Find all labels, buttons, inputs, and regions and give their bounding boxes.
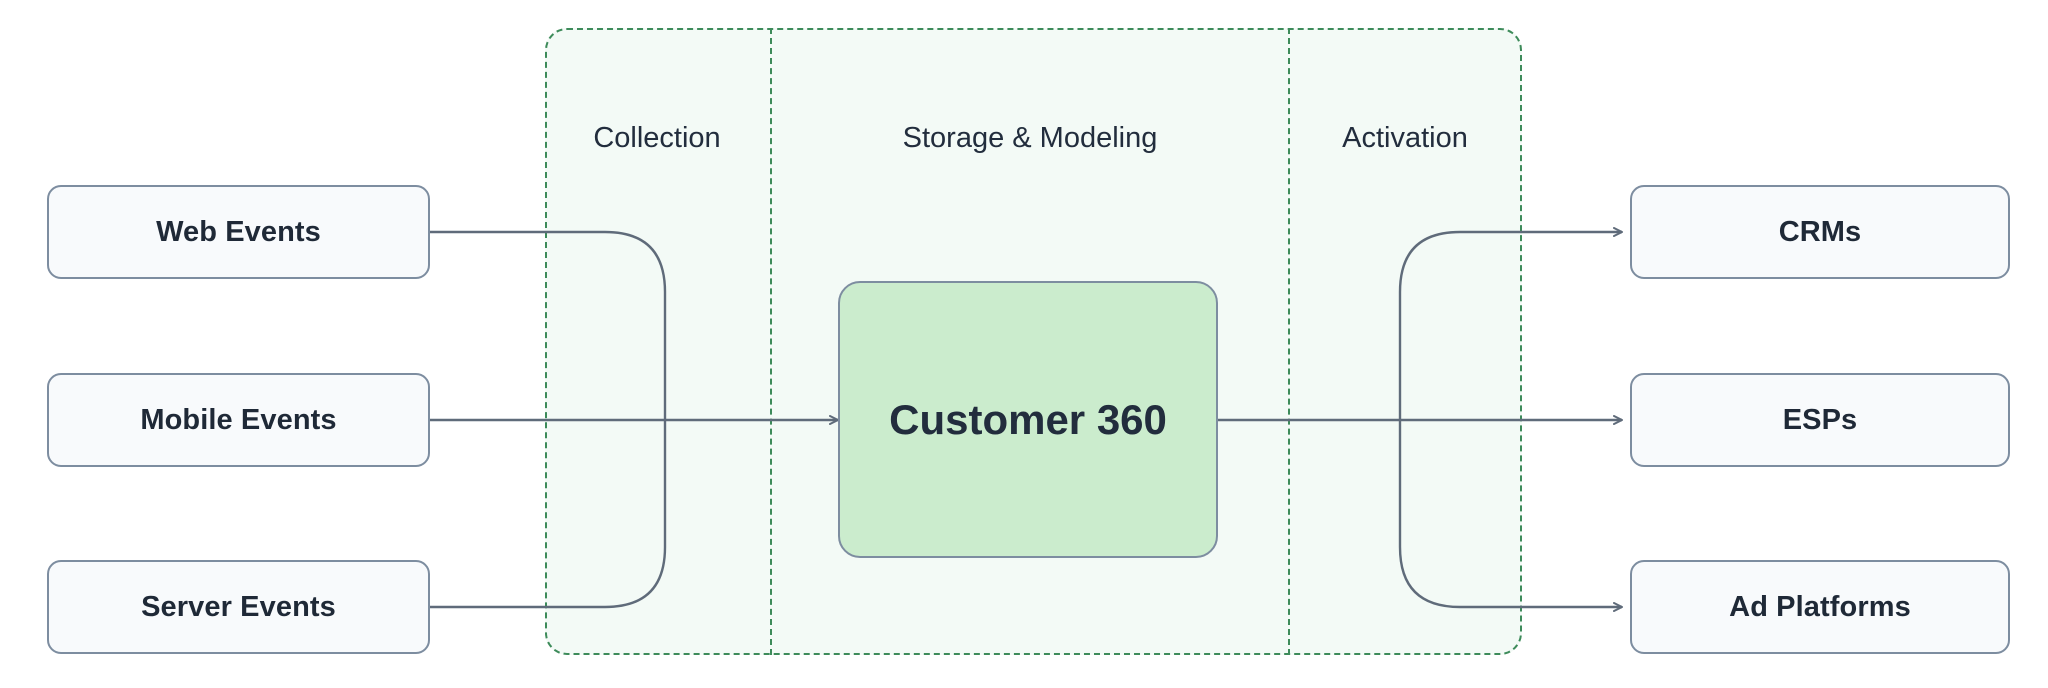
destination-node-ad-platforms-label: Ad Platforms — [1729, 590, 1911, 623]
source-node-server-events[interactable]: Server Events — [47, 560, 430, 654]
source-node-web-events[interactable]: Web Events — [47, 185, 430, 279]
destination-node-esps[interactable]: ESPs — [1630, 373, 2010, 467]
source-node-mobile-events[interactable]: Mobile Events — [47, 373, 430, 467]
edge-server-events-to-customer360 — [430, 420, 667, 609]
destination-node-esps-label: ESPs — [1782, 403, 1858, 436]
destination-node-ad-platforms[interactable]: Ad Platforms — [1630, 560, 2010, 654]
source-node-server-events-label: Server Events — [141, 590, 336, 623]
edge-customer360-to-ad-platforms — [1398, 420, 1623, 612]
destination-node-crms-label: CRMs — [1778, 215, 1862, 248]
edge-customer360-to-crms — [1398, 227, 1623, 420]
lane-label-activation: Activation — [1342, 122, 1468, 154]
edge-web-events-to-customer360 — [430, 230, 667, 420]
lane-divider-storage-activation — [1288, 28, 1290, 655]
core-node-customer-360-label: Customer 360 — [889, 395, 1167, 443]
source-node-web-events-label: Web Events — [156, 215, 321, 248]
source-node-mobile-events-label: Mobile Events — [140, 403, 337, 436]
lane-divider-collection-storage — [770, 28, 772, 655]
lane-label-collection: Collection — [593, 122, 721, 154]
core-node-customer-360[interactable]: Customer 360 — [838, 281, 1218, 558]
lane-label-storage-modeling: Storage & Modeling — [902, 122, 1158, 154]
destination-node-crms[interactable]: CRMs — [1630, 185, 2010, 279]
